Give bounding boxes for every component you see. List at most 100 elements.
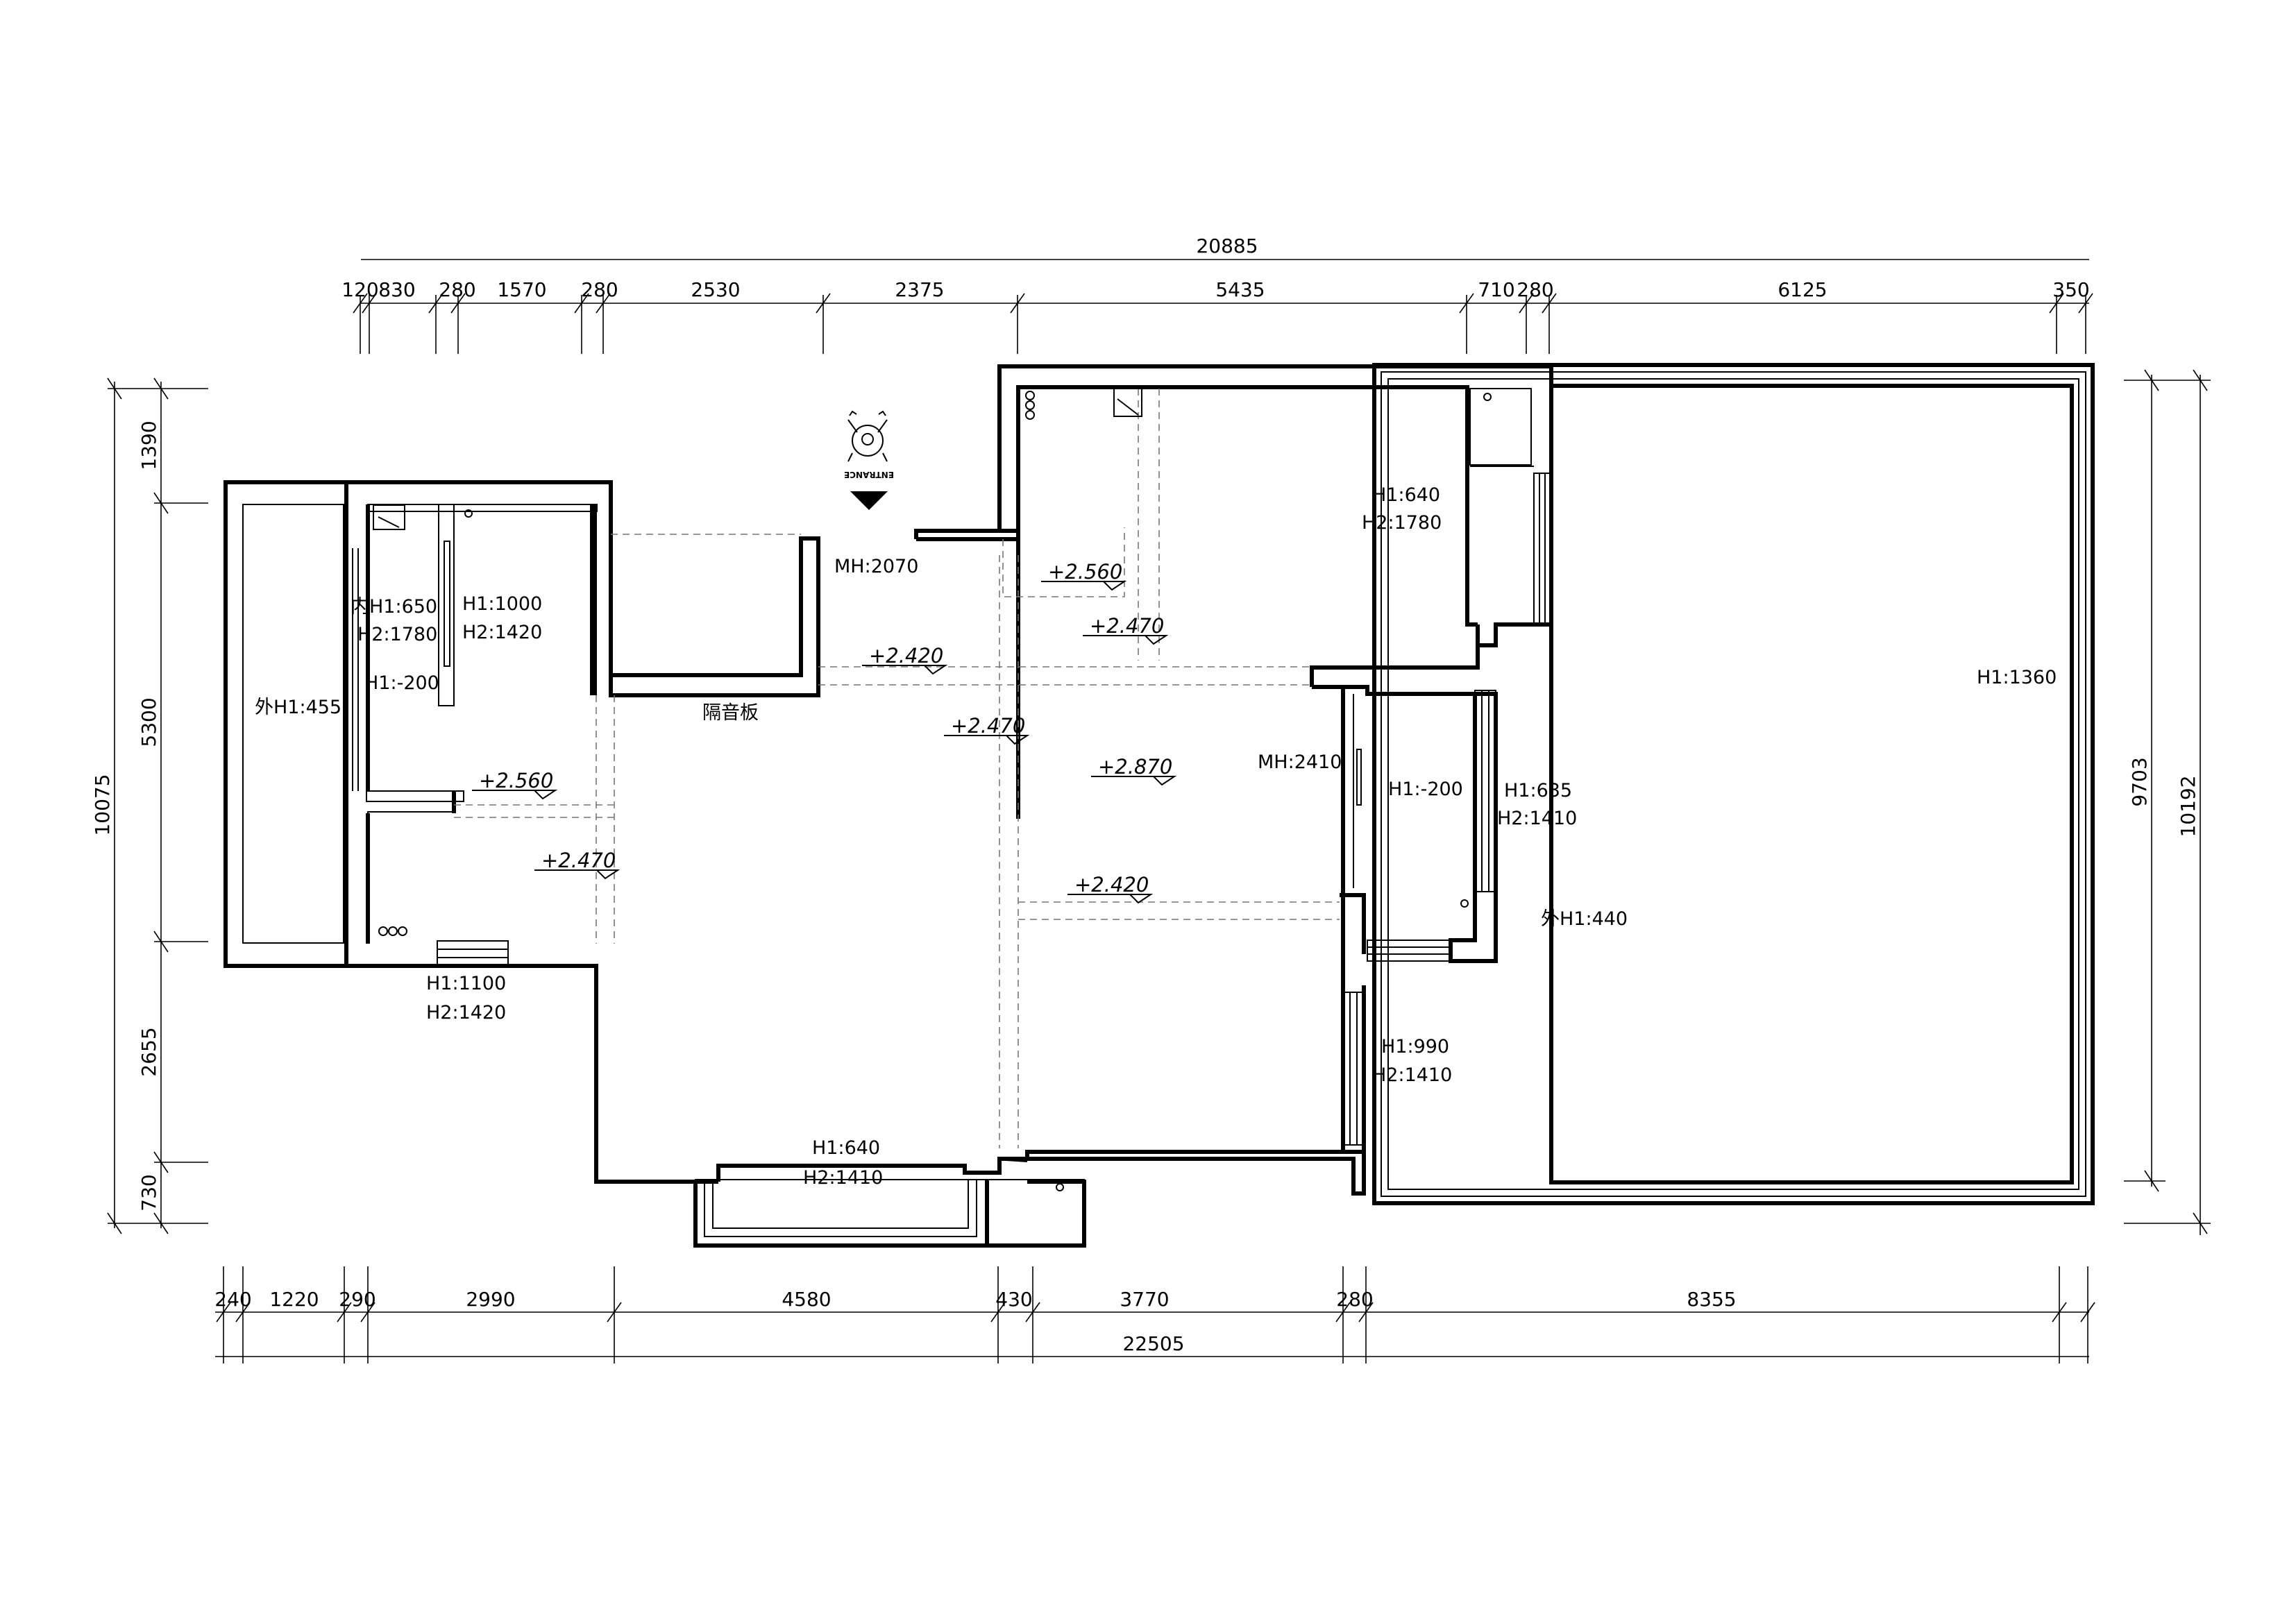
top-dim-10: 280	[1517, 278, 1553, 301]
top-ticks-slash-1	[362, 293, 377, 314]
top-ticks-slash-8	[1459, 293, 1474, 314]
balcony-wall	[1310, 665, 1430, 687]
top-dim-12: 350	[2052, 278, 2089, 301]
top-ticks-slash-3	[450, 293, 466, 314]
label-inner-h1-650: 内H1:650	[351, 596, 437, 618]
bottom-dim-7: 3770	[1120, 1288, 1169, 1311]
level-mark-corridor: +2.420	[869, 644, 943, 668]
top-ticks-slash-0	[353, 293, 368, 314]
entrance-arrow-icon	[850, 491, 888, 510]
label-soundproof-board: 隔音板	[702, 702, 759, 724]
label-mh-2410: MH:2410	[1258, 751, 1342, 773]
bottom-ticks-slash-2	[337, 1302, 352, 1323]
walls	[223, 363, 2095, 1248]
top-dim-1: 120	[341, 278, 378, 301]
bottom-ticks-slash-8	[1358, 1302, 1374, 1323]
bottom-ticks-slash-1	[235, 1302, 251, 1323]
west-wing-wall	[346, 480, 820, 697]
bottom-total-dimension: 22505	[1122, 1332, 1184, 1355]
entrance-person-icon	[847, 410, 888, 462]
bottom-ticks-slash-4	[607, 1302, 622, 1323]
bottom-dim-8: 280	[1336, 1288, 1373, 1311]
bottom-dim-6: 430	[995, 1288, 1032, 1311]
label-h1-1100: H1:1100	[426, 973, 506, 994]
bottom-ticks-slash-7	[1335, 1302, 1351, 1323]
top-ticks-slash-9	[1519, 293, 1534, 314]
bottom-dim-5: 4580	[782, 1288, 831, 1311]
bottom-dim-2: 1220	[269, 1288, 319, 1311]
bottom-dim-3: 290	[339, 1288, 375, 1311]
top-ticks-slash-7	[1010, 293, 1025, 314]
top-dim-3: 280	[439, 278, 475, 301]
label-h1-640-bottom: H1:640	[812, 1137, 880, 1159]
top-dim-2: 830	[378, 278, 415, 301]
label-h2-1410-a: H2:1410	[1497, 808, 1577, 829]
top-ticks-slash-11	[2049, 293, 2064, 314]
living-outer-wall	[914, 364, 1553, 539]
label-h1-neg200-right: H1:-200	[1388, 779, 1463, 800]
label-h1-990: H1:990	[1381, 1036, 1449, 1057]
top-ticks-slash-2	[428, 293, 444, 314]
label-h1-1000: H1:1000	[462, 593, 542, 615]
left-dim-3: 2655	[137, 1027, 160, 1076]
top-ticks-slash-6	[816, 293, 831, 314]
top-ticks-slash-5	[596, 293, 611, 314]
bottom-dim-4: 2990	[466, 1288, 515, 1311]
entrance-marker: ENTRANCE	[844, 410, 894, 510]
label-h2-1780-left: H2:1780	[357, 624, 437, 645]
left-total-dimension: 10075	[91, 774, 114, 835]
label-h1-640-top: H1:640	[1372, 484, 1440, 506]
left-dim-1: 1390	[137, 420, 160, 470]
terrace-boundary	[1372, 363, 2095, 1205]
bottom-dim-9: 8355	[1687, 1288, 1736, 1311]
level-mark-dining: +2.470	[951, 714, 1025, 738]
right-outer-dimension: 10192	[2177, 775, 2200, 837]
top-dim-7: 2375	[895, 278, 944, 301]
level-marks: +2.560 +2.470 +2.420 +2.470 +2.870 +2.56…	[472, 560, 1177, 904]
label-h2-1410-c: H2:1410	[803, 1167, 883, 1189]
label-mh-2070: MH:2070	[834, 556, 918, 577]
label-h2-1410-b: H2:1410	[1372, 1064, 1452, 1086]
label-h2-1780-top: H2:1780	[1362, 512, 1442, 534]
label-outer-h1-455: 外H1:455	[255, 697, 341, 718]
label-h1-neg200-left: H1:-200	[364, 672, 439, 694]
west-wing-lower-wall	[346, 964, 718, 1184]
entrance-label: ENTRANCE	[844, 470, 894, 479]
left-meter-box	[373, 504, 405, 530]
top-total-dimension: 20885	[1196, 235, 1258, 257]
living-inner-top-wall	[1016, 385, 1478, 819]
bottom-ticks-slash-9	[2052, 1302, 2067, 1323]
left-outer-balcony-wall	[223, 480, 346, 968]
level-mark-kitchen: +2.560	[1048, 560, 1122, 584]
right-inner-dimension: 9703	[2128, 757, 2151, 806]
bottom-dim-1: 240	[214, 1288, 251, 1311]
right-dimension-lines	[2124, 369, 2211, 1235]
level-mark-left-hall: +2.470	[541, 849, 616, 872]
top-dim-8: 5435	[1215, 278, 1265, 301]
label-h1-635: H1:635	[1504, 780, 1572, 801]
level-mark-living: +2.870	[1098, 755, 1172, 779]
room-labels: MH:2070 MH:2410 隔音板 内H1:650 H2:1780 H1:1…	[255, 484, 2057, 1189]
top-ticks-slash-10	[1542, 293, 1557, 314]
ceiling-dashed-lines	[454, 389, 1340, 1148]
label-h2-1420-a: H2:1420	[462, 622, 542, 643]
level-mark-living-lower: +2.420	[1074, 873, 1149, 897]
level-mark-left-room: +2.560	[479, 769, 553, 792]
top-dim-5: 280	[581, 278, 618, 301]
living-south-wall	[716, 895, 1345, 1182]
bottom-ticks-slash-3	[360, 1302, 375, 1323]
bottom-ticks-slash-5	[990, 1302, 1006, 1323]
top-dim-11: 6125	[1778, 278, 1827, 301]
top-ticks-slash-12	[2078, 293, 2093, 314]
level-mark-kitchen-lower: +2.470	[1090, 614, 1164, 638]
top-ticks-slash-4	[574, 293, 589, 314]
label-outer-h1-440: 外H1:440	[1541, 908, 1628, 930]
bottom-ticks-slash-0	[216, 1302, 231, 1323]
kitchen-meter-box	[1113, 388, 1142, 417]
left-dim-2: 5300	[137, 697, 160, 747]
top-dim-4: 1570	[497, 278, 546, 301]
top-dim-6: 2530	[691, 278, 740, 301]
top-dimension-lines	[353, 259, 2093, 354]
left-dimension-lines	[107, 377, 208, 1234]
